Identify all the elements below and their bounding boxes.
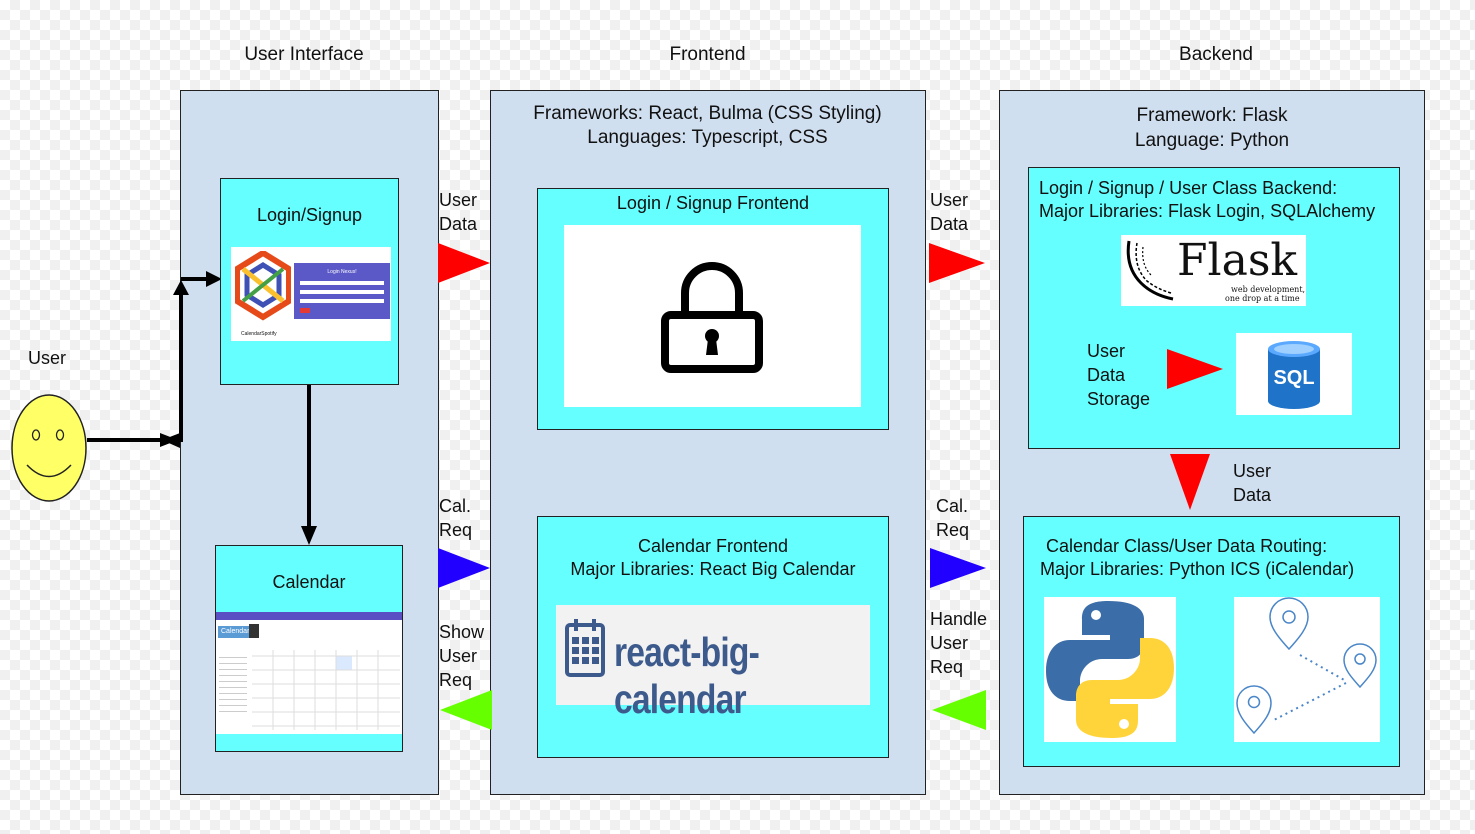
login-field-1	[300, 281, 384, 285]
frontend-calendar-box: Calendar Frontend Major Libraries: React…	[537, 516, 889, 758]
cal-navbar	[216, 612, 402, 620]
backend-user-class-title: Login / Signup / User Class Backend:	[1039, 178, 1338, 198]
ui-login-title: Login/Signup	[256, 205, 363, 225]
login-field-3	[300, 299, 384, 303]
flask-word: Flask	[1177, 235, 1298, 286]
rbc-logo: react-big-calendar	[556, 605, 870, 722]
flask-logo: Flask web development, one drop at a tim…	[1121, 235, 1306, 306]
rbc-logo-text: react-big-calendar	[614, 629, 760, 722]
ui-calendar-box: Calendar Calendar	[215, 545, 403, 752]
down-user-data-arrow	[1170, 454, 1210, 510]
frontend-calendar-libs: Major Libraries: React Big Calendar	[570, 559, 856, 579]
down-user-data-label-2: Data	[1233, 485, 1272, 505]
be-handle-label-2: User	[930, 633, 969, 653]
smiley-icon	[11, 394, 87, 502]
backend-column-title: Backend	[1179, 44, 1253, 65]
login-screenshot: CalendarSpotify Login Nexus!	[231, 247, 391, 341]
login-heading: Login Nexus!	[327, 269, 357, 275]
backend-framework: Framework: Flask	[1136, 105, 1288, 126]
ui-column-title: User Interface	[244, 44, 364, 65]
down-user-data-label-1: User	[1233, 461, 1272, 481]
ui-user-data-label-2: Data	[439, 214, 478, 234]
routing-icon-panel	[1234, 597, 1380, 742]
be-handle-arrow	[932, 690, 986, 730]
ui-user-data-label-1: User	[439, 190, 478, 210]
ui-calendar-title: Calendar	[272, 572, 346, 592]
login-submit	[300, 308, 310, 313]
python-logo-icon	[1046, 601, 1174, 738]
login-field-2	[300, 290, 384, 294]
backend-routing-title: Calendar Class/User Data Routing:	[1046, 536, 1328, 556]
be-cal-req-arrow	[930, 548, 986, 588]
flask-tagline-1: web development,	[1231, 285, 1306, 294]
user-label: User	[28, 348, 67, 368]
be-user-data-arrow	[929, 243, 985, 283]
sql-panel: SQL	[1236, 333, 1352, 415]
backend-routing-libs: Major Libraries: Python ICS (iCalendar)	[1040, 559, 1355, 579]
ui-show-arrow	[440, 690, 492, 730]
python-logo-panel	[1044, 597, 1176, 742]
storage-label-2: Data	[1087, 365, 1126, 385]
backend-language: Language: Python	[1134, 130, 1290, 151]
backend-user-class-box: Login / Signup / User Class Backend: Maj…	[1028, 167, 1400, 449]
be-handle-label-1: Handle	[930, 609, 988, 629]
logo-icon	[235, 251, 291, 321]
frontend-login-box: Login / Signup Frontend	[537, 188, 889, 430]
ui-cal-req-label-1: Cal.	[439, 496, 472, 516]
flask-horn-icon	[1126, 240, 1174, 301]
cal-tab-dark	[249, 624, 259, 638]
backend-user-class-libs: Major Libraries: Flask Login, SQLAlchemy	[1039, 201, 1376, 221]
storage-arrow	[1167, 349, 1223, 389]
ui-cal-req-arrow	[438, 548, 490, 588]
login-form-panel: Login Nexus!	[294, 263, 390, 319]
storage-label-3: Storage	[1087, 389, 1151, 409]
cal-grid	[252, 650, 400, 730]
sql-database-icon	[1268, 341, 1320, 409]
backend-routing-box: Calendar Class/User Data Routing: Major …	[1023, 516, 1400, 767]
be-cal-req-label-2: Req	[936, 520, 970, 540]
lock-panel	[564, 225, 861, 407]
frontend-calendar-title: Calendar Frontend	[637, 536, 789, 556]
cal-sidebar-lines	[219, 652, 247, 712]
be-cal-req-label-1: Cal.	[936, 496, 969, 516]
sql-label: SQL	[1273, 367, 1315, 389]
lock-icon	[661, 262, 763, 373]
ui-show-label-2: User	[439, 646, 478, 666]
frontend-login-title: Login / Signup Frontend	[616, 193, 810, 213]
login-brand: CalendarSpotify	[241, 331, 277, 337]
flask-tagline-2: one drop at a time	[1225, 294, 1300, 303]
ui-show-label-1: Show	[439, 622, 485, 642]
frontend-frameworks: Frameworks: React, Bulma (CSS Styling)	[533, 103, 882, 124]
ui-user-data-arrow	[438, 243, 490, 283]
ui-show-label-3: Req	[439, 670, 473, 690]
be-user-data-label-1: User	[930, 190, 969, 210]
cal-tab: Calendar	[218, 626, 251, 638]
calendar-icon	[565, 619, 605, 677]
frontend-languages: Languages: Typescript, CSS	[587, 127, 828, 148]
route-pins-icon	[1236, 597, 1377, 735]
frontend-column-title: Frontend	[669, 44, 746, 65]
be-user-data-label-2: Data	[930, 214, 969, 234]
ui-login-box: Login/Signup CalendarSpotify Login Nexus…	[220, 178, 399, 385]
storage-label-1: User	[1087, 341, 1126, 361]
be-handle-label-3: Req	[930, 657, 964, 677]
ui-cal-req-label-2: Req	[439, 520, 473, 540]
calendar-screenshot: Calendar	[216, 612, 402, 734]
